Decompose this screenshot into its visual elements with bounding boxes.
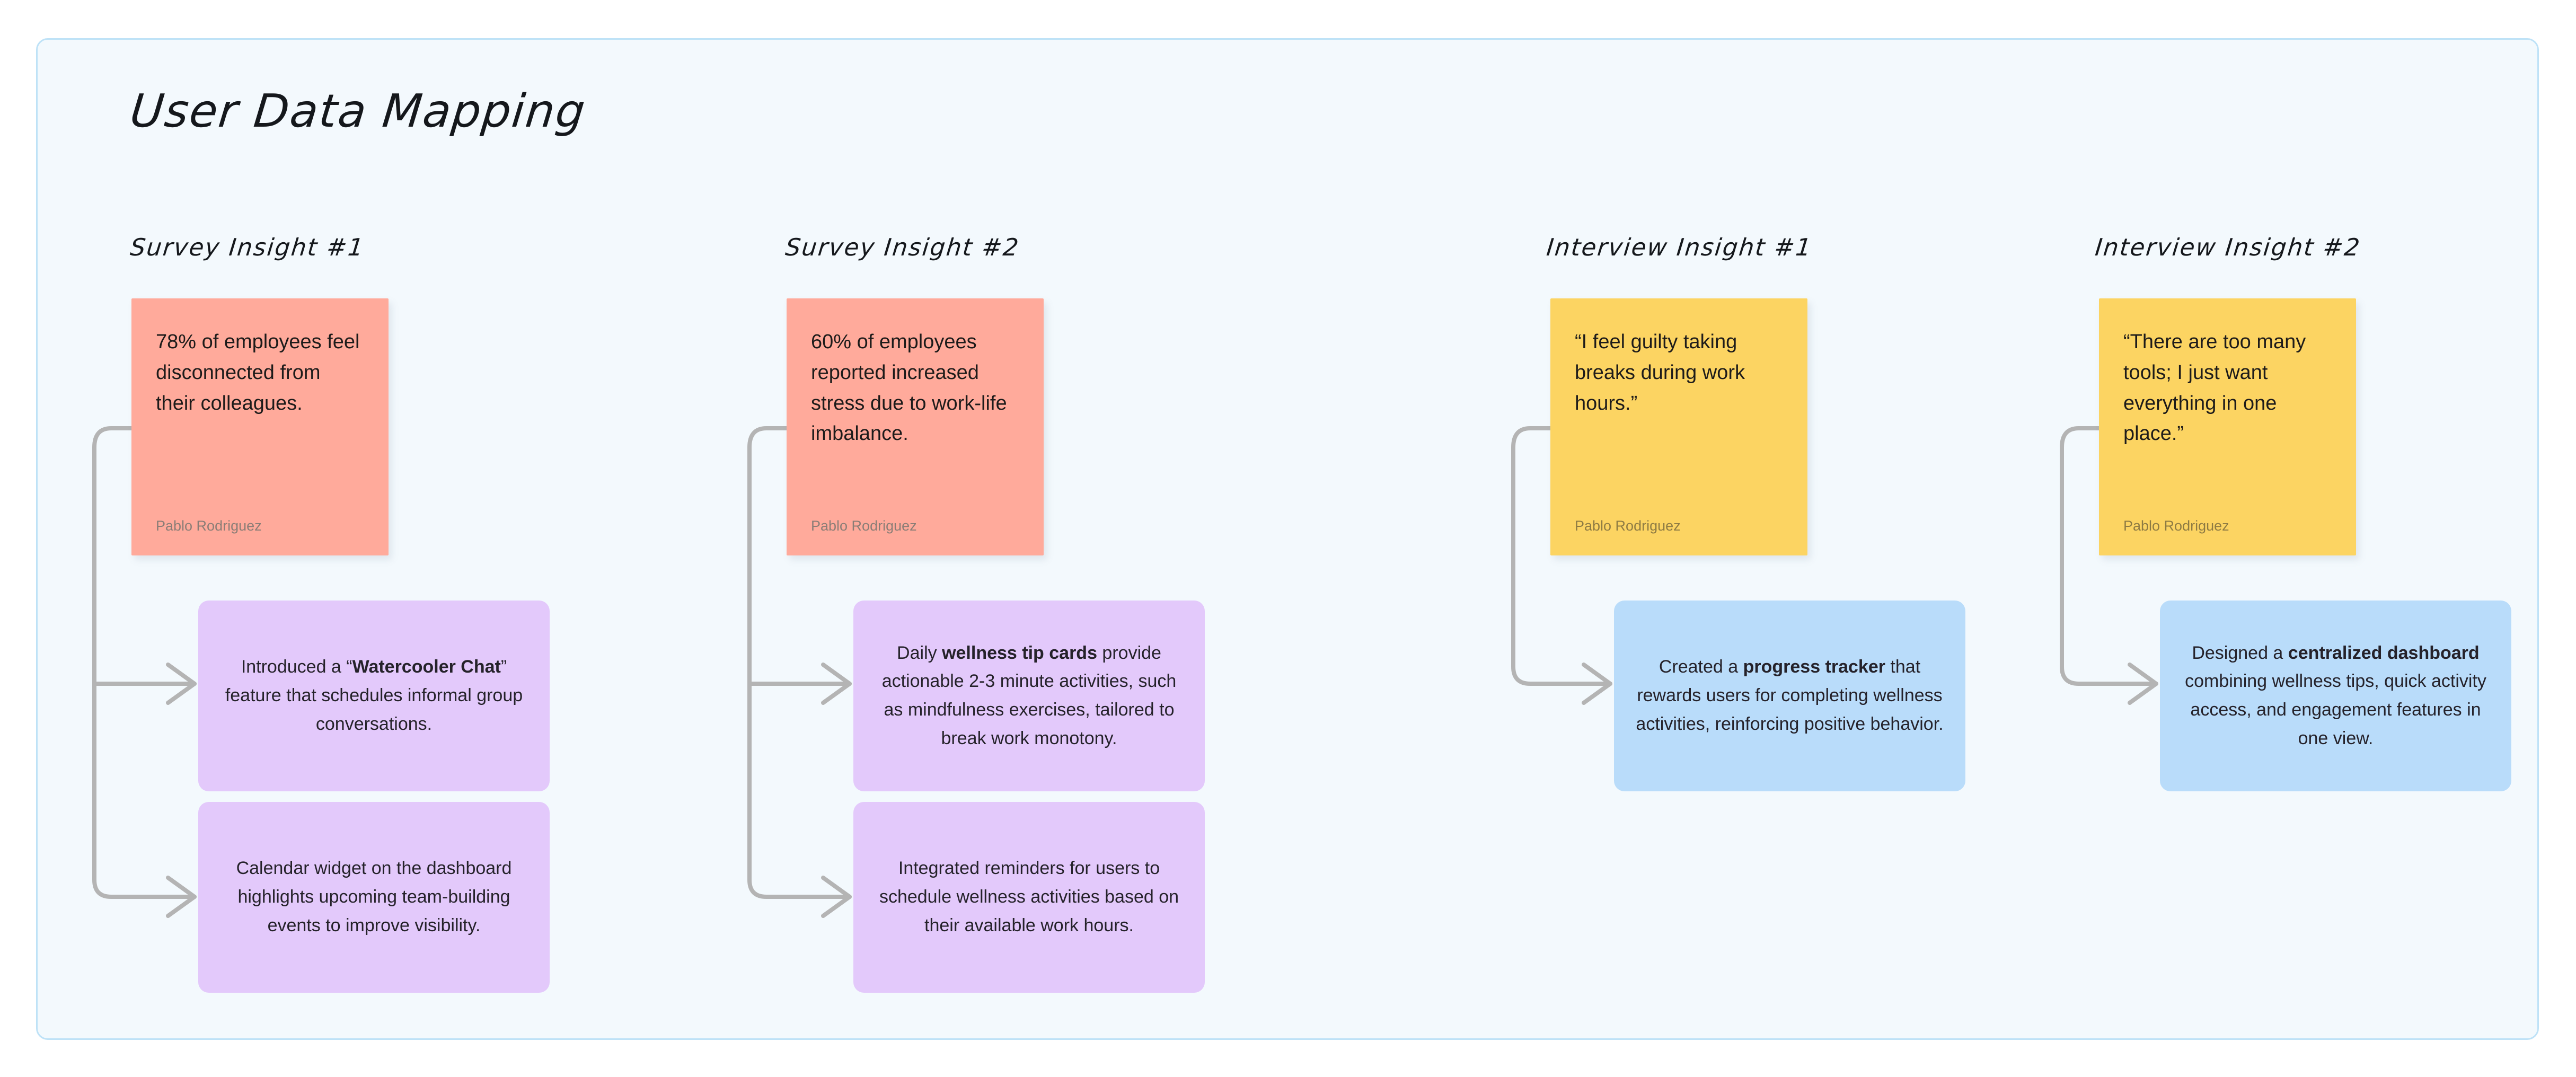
sticky-note-author: Pablo Rodriguez xyxy=(1575,517,1681,534)
idea-card-survey-1-b[interactable]: Calendar widget on the dashboard highlig… xyxy=(198,802,550,993)
idea-card-text: Calendar widget on the dashboard highlig… xyxy=(236,858,512,935)
idea-card-text: Designed a centralized dashboard combini… xyxy=(2185,642,2486,748)
column-header-survey-2: Survey Insight #2 xyxy=(784,233,1021,261)
idea-card-text: Daily wellness tip cards provide actiona… xyxy=(881,642,1177,748)
idea-card-survey-2-b[interactable]: Integrated reminders for users to schedu… xyxy=(853,802,1205,993)
column-header-interview-2: Interview Insight #2 xyxy=(2094,233,2362,261)
sticky-note-survey-2[interactable]: 60% of employees reported increased stre… xyxy=(787,298,1044,555)
sticky-note-survey-1[interactable]: 78% of employees feel disconnected from … xyxy=(131,298,389,555)
sticky-note-author: Pablo Rodriguez xyxy=(156,517,262,534)
sticky-note-interview-2[interactable]: “There are too many tools; I just want e… xyxy=(2099,298,2356,555)
page-title: User Data Mapping xyxy=(127,85,589,138)
sticky-note-interview-1[interactable]: “I feel guilty taking breaks during work… xyxy=(1550,298,1807,555)
idea-card-text: Created a progress tracker that rewards … xyxy=(1636,657,1944,734)
sticky-note-author: Pablo Rodriguez xyxy=(2123,517,2229,534)
sticky-note-text: “I feel guilty taking breaks during work… xyxy=(1575,331,1745,414)
sticky-note-text: 78% of employees feel disconnected from … xyxy=(156,331,360,414)
idea-card-interview-1-a[interactable]: Created a progress tracker that rewards … xyxy=(1614,601,1965,791)
idea-card-text: Introduced a “Watercooler Chat” feature … xyxy=(225,657,523,734)
idea-card-survey-2-a[interactable]: Daily wellness tip cards provide actiona… xyxy=(853,601,1205,791)
column-header-interview-1: Interview Insight #1 xyxy=(1545,233,1814,261)
idea-card-survey-1-a[interactable]: Introduced a “Watercooler Chat” feature … xyxy=(198,601,550,791)
sticky-note-text: “There are too many tools; I just want e… xyxy=(2123,331,2306,445)
sticky-note-author: Pablo Rodriguez xyxy=(811,517,917,534)
idea-card-interview-2-a[interactable]: Designed a centralized dashboard combini… xyxy=(2160,601,2511,791)
idea-card-text: Integrated reminders for users to schedu… xyxy=(879,858,1179,935)
sticky-note-text: 60% of employees reported increased stre… xyxy=(811,331,1007,445)
column-header-survey-1: Survey Insight #1 xyxy=(129,233,366,261)
